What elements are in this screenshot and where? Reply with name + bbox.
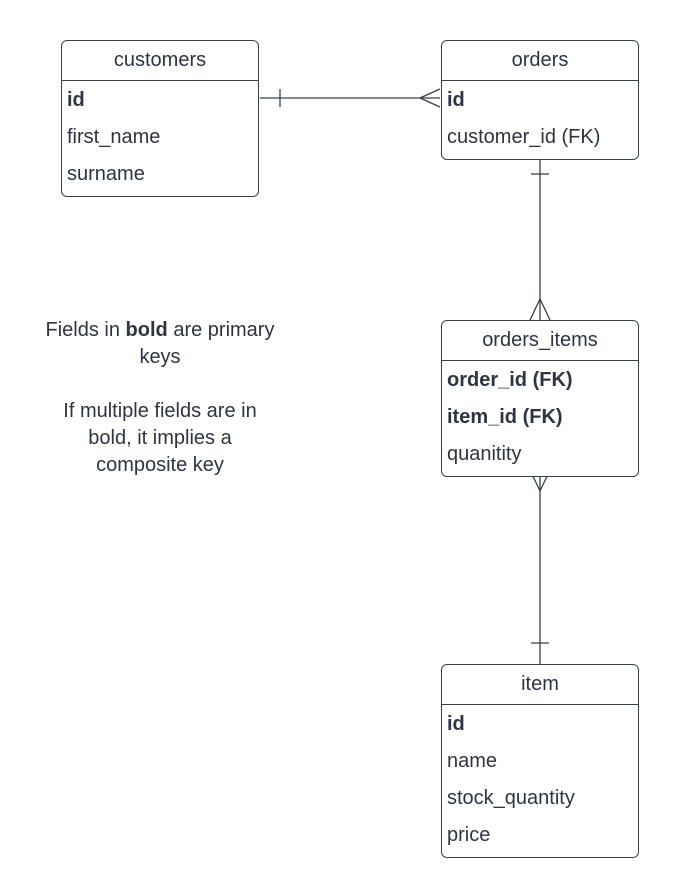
relationship-customers-orders bbox=[260, 88, 441, 108]
entity-title: customers bbox=[62, 41, 258, 81]
entity-item[interactable]: item id name stock_quantity price bbox=[441, 664, 639, 858]
field-row: order_id (FK) bbox=[447, 369, 573, 391]
crowfoot-lower bbox=[419, 97, 441, 108]
entity-title: orders bbox=[442, 41, 638, 81]
entity-customers[interactable]: customers id first_name surname bbox=[61, 40, 259, 197]
relationship-orders-orders-items bbox=[529, 154, 551, 321]
field-row: customer_id (FK) bbox=[447, 126, 601, 148]
field-row: quanitity bbox=[447, 443, 522, 465]
field-row: item_id (FK) bbox=[447, 406, 563, 428]
crowfoot-right bbox=[539, 298, 551, 321]
entity-title: orders_items bbox=[442, 321, 638, 361]
field-row: price bbox=[447, 824, 491, 846]
legend-note-composite-key: If multiple fields are in bold, it impli… bbox=[40, 398, 280, 479]
legend-note-primary-keys: Fields in bold are primary keys bbox=[40, 317, 280, 371]
crowfoot-upper bbox=[419, 88, 441, 99]
field-row: id bbox=[447, 713, 465, 735]
entity-orders-items[interactable]: orders_items order_id (FK) item_id (FK) … bbox=[441, 320, 639, 477]
note-text: are primary keys bbox=[139, 319, 275, 368]
field-row: surname bbox=[67, 163, 145, 185]
note-text: Fields in bbox=[45, 319, 126, 341]
relationship-orders-items-item bbox=[529, 469, 551, 664]
field-row: id bbox=[67, 89, 85, 111]
entity-fields: id customer_id (FK) bbox=[442, 81, 638, 159]
field-row: first_name bbox=[67, 126, 161, 148]
crowfoot-left bbox=[529, 298, 541, 321]
entity-title: item bbox=[442, 665, 638, 705]
field-row: name bbox=[447, 750, 498, 772]
entity-fields: order_id (FK) item_id (FK) quanitity bbox=[442, 361, 638, 476]
field-row: id bbox=[447, 89, 465, 111]
note-text: If multiple fields are in bold, it impli… bbox=[63, 400, 257, 476]
entity-fields: id first_name surname bbox=[62, 81, 258, 196]
note-bold-word: bold bbox=[125, 319, 168, 341]
entity-orders[interactable]: orders id customer_id (FK) bbox=[441, 40, 639, 160]
field-row: stock_quantity bbox=[447, 787, 575, 809]
entity-fields: id name stock_quantity price bbox=[442, 705, 638, 857]
